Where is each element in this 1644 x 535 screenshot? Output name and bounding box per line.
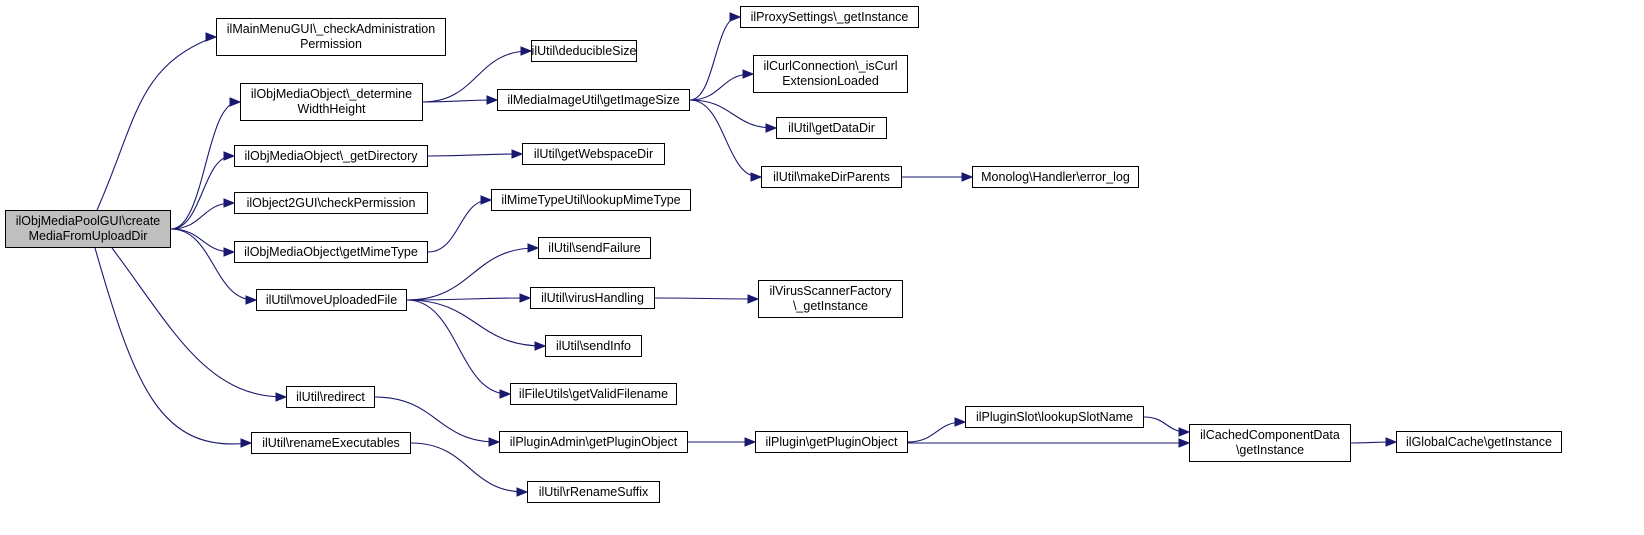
- arrowhead-root-n1: [205, 32, 218, 42]
- arrowhead-n25-n27: [1178, 438, 1191, 448]
- edge-n10-n21: [689, 99, 775, 129]
- arrowhead-n6-n16: [499, 389, 512, 399]
- edge-root-n1: [96, 36, 215, 211]
- node-globalCache-getInstance[interactable]: ilGlobalCache\getInstance: [1396, 431, 1562, 453]
- edge-root-n7: [111, 247, 285, 398]
- arrowhead-n8-n18: [516, 487, 529, 497]
- arrowhead-n26-n27: [1178, 427, 1191, 437]
- edge-n8-n18: [410, 442, 526, 493]
- edge-root-n5: [170, 228, 233, 253]
- edge-n5-n12: [427, 199, 490, 253]
- arrowhead-n2-n9: [520, 46, 533, 56]
- arrowhead-root-n5: [223, 247, 236, 257]
- edge-n10-n19: [689, 16, 739, 101]
- node-determineWidthHeight[interactable]: ilObjMediaObject\_determine WidthHeight: [240, 83, 423, 121]
- edge-n6-n13: [406, 247, 537, 301]
- arrowhead-n6-n15: [534, 341, 547, 351]
- node-isCurlExtensionLoaded[interactable]: ilCurlConnection\_isCurl ExtensionLoaded: [753, 55, 908, 93]
- node-sendInfo[interactable]: ilUtil\sendInfo: [545, 335, 642, 357]
- edge-n7-n17: [374, 396, 498, 443]
- node-redirect[interactable]: ilUtil\redirect: [286, 386, 375, 408]
- arrowhead-n2-n10: [486, 95, 499, 105]
- node-checkPermission[interactable]: ilObject2GUI\checkPermission: [234, 192, 428, 214]
- node-getValidFilename[interactable]: ilFileUtils\getValidFilename: [510, 383, 677, 405]
- edge-root-n3: [170, 155, 233, 230]
- node-getMimeType[interactable]: ilObjMediaObject\getMimeType: [234, 241, 428, 263]
- arrowhead-n10-n20: [742, 69, 755, 79]
- node-error-log[interactable]: Monolog\Handler\error_log: [972, 166, 1139, 188]
- arrowhead-n10-n21: [765, 123, 778, 133]
- arrowhead-root-n2: [229, 97, 242, 107]
- edge-n3-n11: [427, 153, 521, 157]
- arrowhead-root-n7: [275, 392, 288, 402]
- edge-n14-n24: [654, 297, 757, 300]
- node-lookupMimeType[interactable]: ilMimeTypeUtil\lookupMimeType: [491, 189, 691, 211]
- edge-root-n6: [170, 228, 255, 301]
- arrowhead-n6-n14: [519, 293, 532, 303]
- node-moveUploadedFile[interactable]: ilUtil\moveUploadedFile: [256, 289, 407, 311]
- arrowhead-n14-n24: [747, 294, 760, 304]
- edge-n6-n16: [406, 299, 509, 395]
- node-getDirectory[interactable]: ilObjMediaObject\_getDirectory: [234, 145, 428, 167]
- node-virusScannerFactory-getInstance[interactable]: ilVirusScannerFactory \_getInstance: [758, 280, 903, 318]
- arrowhead-n27-n28: [1385, 437, 1398, 447]
- node-getImageSize[interactable]: ilMediaImageUtil\getImageSize: [497, 89, 690, 111]
- arrowhead-n10-n19: [729, 12, 742, 22]
- node-getDataDir[interactable]: ilUtil\getDataDir: [776, 117, 887, 139]
- node-checkAdministrationPermission[interactable]: ilMainMenuGUI\_checkAdministration Permi…: [216, 18, 446, 56]
- edge-n2-n10: [422, 99, 496, 103]
- arrowhead-n6-n13: [527, 243, 540, 253]
- arrowhead-root-n4: [223, 198, 236, 208]
- arrowhead-root-n8: [240, 438, 253, 448]
- node-renameExecutables[interactable]: ilUtil\renameExecutables: [251, 432, 411, 454]
- edge-root-n2: [170, 101, 239, 230]
- arrowhead-n25-n26: [954, 417, 967, 427]
- node-cachedComponentData-getInstance[interactable]: ilCachedComponentData \getInstance: [1189, 424, 1351, 462]
- arrowhead-n22-n23: [961, 172, 974, 182]
- arrowhead-n17-n25: [744, 437, 757, 447]
- edge-n2-n9: [422, 50, 530, 103]
- node-root-createMediaFromUploadDir[interactable]: ilObjMediaPoolGUI\create MediaFromUpload…: [5, 210, 171, 248]
- edge-root-n8: [94, 247, 250, 445]
- arrowhead-n5-n12: [480, 195, 493, 205]
- node-proxySettings-getInstance[interactable]: ilProxySettings\_getInstance: [740, 6, 919, 28]
- node-plugin-getPluginObject[interactable]: ilPlugin\getPluginObject: [755, 431, 908, 453]
- node-makeDirParents[interactable]: ilUtil\makeDirParents: [761, 166, 902, 188]
- arrowhead-n7-n17: [488, 437, 501, 447]
- node-lookupSlotName[interactable]: ilPluginSlot\lookupSlotName: [965, 406, 1144, 428]
- node-pluginAdmin-getPluginObject[interactable]: ilPluginAdmin\getPluginObject: [499, 431, 688, 453]
- node-getWebspaceDir[interactable]: ilUtil\getWebspaceDir: [522, 143, 665, 165]
- node-virusHandling[interactable]: ilUtil\virusHandling: [530, 287, 655, 309]
- arrowhead-n3-n11: [511, 149, 524, 159]
- edge-n6-n15: [406, 299, 544, 347]
- arrowhead-n10-n22: [750, 172, 763, 182]
- arrowhead-root-n6: [245, 295, 258, 305]
- node-deducibleSize[interactable]: ilUtil\deducibleSize: [531, 40, 637, 62]
- node-rRenameSuffix[interactable]: ilUtil\rRenameSuffix: [527, 481, 660, 503]
- arrowhead-root-n3: [223, 151, 236, 161]
- node-sendFailure[interactable]: ilUtil\sendFailure: [538, 237, 651, 259]
- edge-n6-n14: [406, 297, 529, 301]
- edge-n10-n22: [689, 99, 760, 178]
